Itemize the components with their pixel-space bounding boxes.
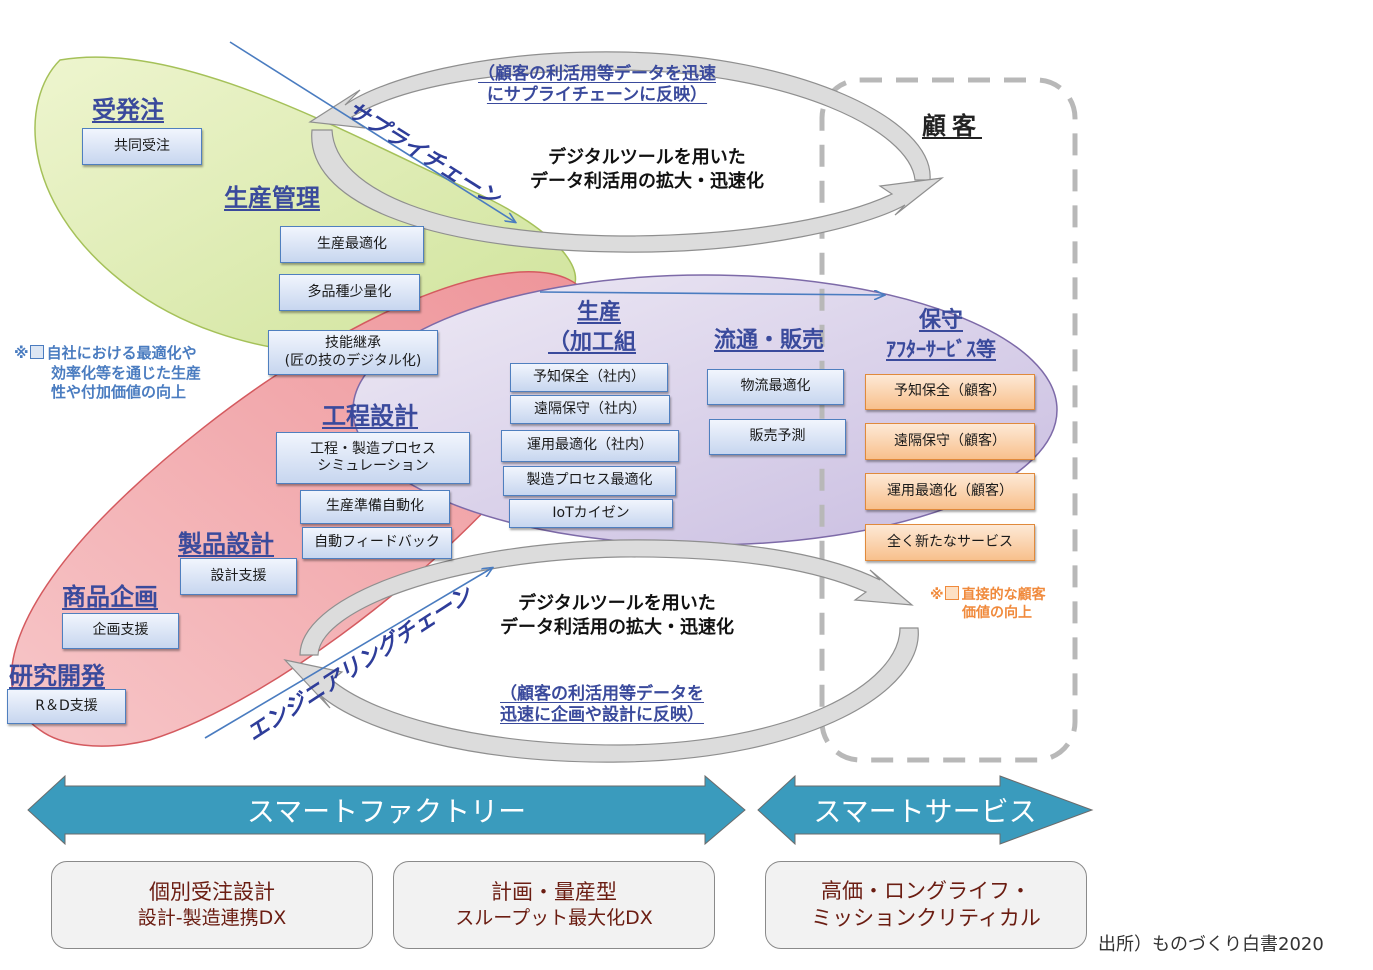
blue-box-legend-icon <box>29 345 44 359</box>
item-box: 生産準備自動化 <box>300 490 450 524</box>
engineering-chain-center-line1: デジタルツールを用いた <box>518 593 716 614</box>
production-title-line1: 生産 <box>577 300 622 325</box>
section-title-production-management: 生産管理 <box>224 184 320 212</box>
engineering-chain-center-line2: データ利活用の拡大・迅速化 <box>500 617 734 639</box>
orange-box-legend-icon <box>944 586 959 600</box>
item-box: 生産最適化 <box>280 226 424 263</box>
supply-chain-feedback-line1: （顧客の利活用等データを迅速 <box>478 64 716 84</box>
item-box-customer: 遠隔保守（顧客） <box>865 423 1035 460</box>
section-title-product-planning: 商品企画 <box>62 583 158 611</box>
engineering-chain-cycle-arrow <box>283 539 919 763</box>
item-box: 運用最適化（社内） <box>501 430 679 462</box>
customer-frame <box>819 77 1078 763</box>
section-title-production: 生産 （加工組 <box>548 298 636 357</box>
item-box-customer: 全く新たなサービス <box>865 524 1035 561</box>
smart-service-band <box>757 774 1094 846</box>
engineering-chain-feedback-line2: 迅速に企画や設計に反映） <box>500 705 704 726</box>
supply-chain-center-line1: デジタルツールを用いた <box>548 147 746 168</box>
section-title-process-design: 工程設計 <box>322 402 418 430</box>
smart-factory-band <box>27 774 746 846</box>
smart-factory-label: スマートファクトリー <box>246 795 527 828</box>
section-title-maintenance: 保守 ｱﾌﾀｰｻｰﾋﾞｽ等 <box>886 306 996 363</box>
item-box-text: 技能継承 (匠の技のデジタル化) <box>284 335 422 369</box>
customer-value-note: ※ 直接的な顧客 価値の向上 <box>930 586 1046 622</box>
supply-chain-center-text: デジタルツールを用いた データ利活用の拡大・迅速化 <box>530 146 764 195</box>
category-pill-custom-order: 個別受注設計 設計-製造連携DX <box>51 861 373 949</box>
item-box: IoTカイゼン <box>509 499 673 528</box>
supply-chain-center-line2: データ利活用の拡大・迅速化 <box>530 171 764 193</box>
customer-note-line1: 直接的な顧客 <box>961 587 1046 603</box>
supply-chain-direction-arrow <box>229 41 515 222</box>
pill-line2: ミッションクリティカル <box>811 906 1041 930</box>
customer-note-line2: 価値の向上 <box>962 605 1032 622</box>
pill-line2: 設計-製造連携DX <box>137 907 287 930</box>
section-title-distribution: 流通・販売 <box>714 328 825 353</box>
customer-label: 顧客 <box>922 112 982 140</box>
item-box: 企画支援 <box>62 613 179 649</box>
supply-chain-feedback-note: （顧客の利活用等データを迅速 にサプライチェーンに反映） <box>478 64 716 107</box>
maintenance-title-line1: 保守 <box>918 308 963 333</box>
item-box: 物流最適化 <box>707 369 844 405</box>
pill-line2: スループット最大化DX <box>455 907 653 930</box>
item-box: 共同受注 <box>82 128 202 165</box>
section-title-rnd: 研究開発 <box>9 662 105 690</box>
item-box: R＆D支援 <box>7 689 126 724</box>
production-title-line2: （加工組 <box>548 329 637 355</box>
smart-service-label: スマートサービス <box>813 795 1037 828</box>
production-flow-arrow <box>539 292 884 295</box>
supply-chain-feedback-line2: にサプライチェーンに反映） <box>486 85 708 106</box>
internal-note-line1: 自社における最適化や <box>46 344 197 362</box>
section-title-order: 受発注 <box>92 96 164 124</box>
item-box: 遠隔保守（社内） <box>510 395 670 424</box>
internal-value-note: ※ 自社における最適化や 効率化等を通じた生産 性や付加価値の向上 <box>14 344 201 403</box>
pill-line1: 計画・量産型 <box>491 880 617 904</box>
item-box: 製造プロセス最適化 <box>503 466 676 496</box>
source-citation: 出所）ものづくり白書2020 <box>1098 934 1324 955</box>
internal-note-line2: 効率化等を通じた生産 <box>51 363 202 382</box>
note-prefix: ※ <box>930 587 944 603</box>
supply-chain-cycle-arrow <box>308 51 945 253</box>
item-box: 設計支援 <box>180 558 297 595</box>
note-prefix: ※ <box>14 344 29 362</box>
item-box-customer: 運用最適化（顧客） <box>865 473 1035 510</box>
item-box: 多品種少量化 <box>279 274 420 311</box>
item-box-text: 工程・製造プロセス シミュレーション <box>310 440 436 475</box>
section-title-product-design: 製品設計 <box>178 530 274 558</box>
engineering-chain-feedback-line1: （顧客の利活用等データを <box>500 684 704 704</box>
maintenance-title-line2: ｱﾌﾀｰｻｰﾋﾞｽ等 <box>886 336 996 361</box>
pill-line1: 個別受注設計 <box>149 880 275 904</box>
category-pill-mass-production: 計画・量産型 スループット最大化DX <box>393 861 715 949</box>
engineering-chain-center-text: デジタルツールを用いた データ利活用の拡大・迅速化 <box>500 592 734 641</box>
engineering-chain-feedback-note: （顧客の利活用等データを 迅速に企画や設計に反映） <box>500 684 704 727</box>
item-box: 技能継承 (匠の技のデジタル化) <box>268 330 438 375</box>
pill-line1: 高価・ロングライフ・ <box>821 878 1031 903</box>
item-box-customer: 予知保全（顧客） <box>865 374 1035 410</box>
item-box: 自動フィードバック <box>302 527 452 559</box>
item-box: 予知保全（社内） <box>510 363 668 392</box>
internal-note-line3: 性や付加価値の向上 <box>51 383 187 401</box>
item-box: 販売予測 <box>709 419 846 455</box>
category-pill-mission-critical: 高価・ロングライフ・ ミッションクリティカル <box>765 861 1087 949</box>
engineering-chain-direction-arrow <box>204 568 492 739</box>
item-box: 工程・製造プロセス シミュレーション <box>276 432 470 484</box>
